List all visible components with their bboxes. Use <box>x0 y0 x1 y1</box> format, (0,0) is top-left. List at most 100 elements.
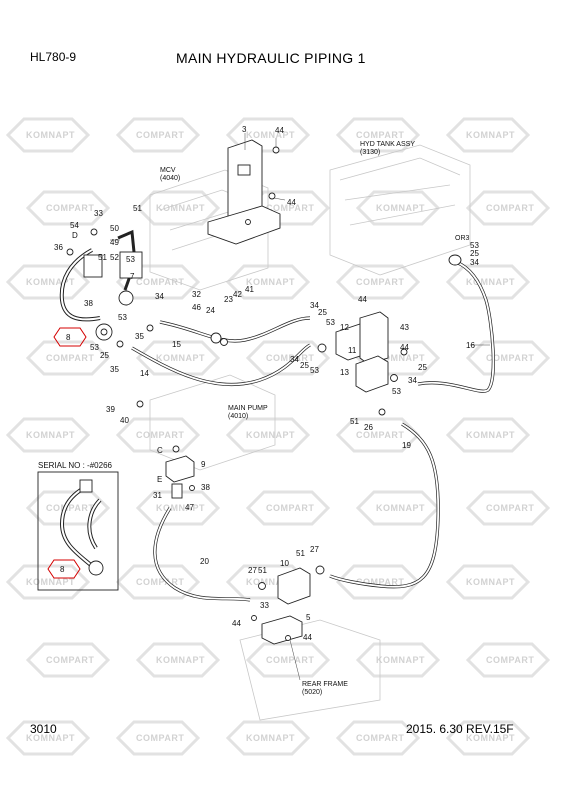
watermark-tile: KOMNAPT <box>135 190 221 226</box>
watermark-hexagon <box>225 720 311 756</box>
watermark-hexagon <box>335 117 421 153</box>
watermark-layer: KOMNAPT COMPART KOMNAPT COMPART KOMNAPT COMPA… <box>5 117 551 756</box>
watermark-text: COMPART <box>356 277 404 287</box>
watermark-tile: KOMNAPT <box>355 642 441 678</box>
watermark-hexagon <box>25 190 111 226</box>
mounting-bracket <box>207 139 281 245</box>
watermark-text: COMPART <box>136 130 184 140</box>
part-callout: 19 <box>402 441 411 450</box>
part-callout: 34 <box>408 376 417 385</box>
inset-pipe-core <box>88 499 101 549</box>
hose-14 <box>131 343 311 387</box>
watermark-hexagon <box>465 190 551 226</box>
bolt-icon <box>189 485 195 491</box>
watermark-tile: COMPART <box>245 490 331 526</box>
part-callout: 44 <box>400 343 409 352</box>
watermark-text: KOMNAPT <box>156 503 205 513</box>
oring-icon <box>116 340 124 348</box>
watermark-text: KOMNAPT <box>376 353 425 363</box>
part-callout: 53 <box>310 366 319 375</box>
part-callout: 13 <box>340 368 349 377</box>
watermark-hexagon <box>225 264 311 300</box>
reference-label-or3: OR3 <box>455 235 470 242</box>
watermark-hexagon <box>25 642 111 678</box>
watermark-tile: KOMNAPT <box>225 720 311 756</box>
watermark-text: KOMNAPT <box>246 277 295 287</box>
reference-label-mcv: (4040) <box>160 175 180 182</box>
part-callout: 11 <box>348 346 357 355</box>
leader-line <box>289 639 301 681</box>
watermark-text: COMPART <box>266 203 314 213</box>
part-callout: 25 <box>418 363 427 372</box>
part-callout: 44 <box>232 619 241 628</box>
watermark-text: COMPART <box>266 353 314 363</box>
watermark-tile: COMPART <box>115 264 201 300</box>
watermark-hexagon <box>335 417 421 453</box>
mcv-outline <box>149 169 269 291</box>
watermark-hexagon <box>465 490 551 526</box>
watermark-text: COMPART <box>136 430 184 440</box>
bolt-icon <box>285 635 291 641</box>
watermark-tile: KOMNAPT <box>445 417 531 453</box>
watermark-hexagon <box>355 190 441 226</box>
watermark-text: COMPART <box>356 430 404 440</box>
watermark-tile: KOMNAPT <box>225 264 311 300</box>
watermark-tile: KOMNAPT <box>5 720 91 756</box>
watermark-tile: KOMNAPT <box>445 117 531 153</box>
bolt-icon <box>268 192 276 200</box>
oring-icon <box>146 324 154 332</box>
model-number: HL780-9 <box>30 50 77 64</box>
hose-14-core <box>131 344 311 386</box>
part-callout: 50 <box>110 224 119 233</box>
oring-icon <box>315 565 325 575</box>
page-number: 3010 <box>30 722 57 736</box>
part-callout: 35 <box>110 365 119 374</box>
part-callout: 33 <box>94 209 103 218</box>
hose-15-core <box>159 317 311 342</box>
watermark-tile: COMPART <box>465 642 551 678</box>
watermark-hexagon <box>135 190 221 226</box>
watermark-text: COMPART <box>46 203 94 213</box>
part-callout: 42 <box>233 290 242 299</box>
watermark-text: COMPART <box>136 733 184 743</box>
bolt-icon <box>66 248 74 256</box>
part-callout: 26 <box>364 423 373 432</box>
watermark-text: KOMNAPT <box>246 430 295 440</box>
watermark-hexagon <box>445 117 531 153</box>
hose-16-core <box>417 261 495 393</box>
part-callout: 32 <box>192 290 201 299</box>
part-callout: 43 <box>400 323 409 332</box>
part-callout: 34 <box>310 301 319 310</box>
watermark-tile: COMPART <box>465 490 551 526</box>
reference-label-main-pump: MAIN PUMP <box>228 405 268 412</box>
watermark-tile: COMPART <box>115 117 201 153</box>
part-callout: 24 <box>206 306 215 315</box>
inset-flange <box>88 560 104 576</box>
watermark-text: COMPART <box>486 655 534 665</box>
watermark-tile: COMPART <box>465 190 551 226</box>
watermark-tile: COMPART <box>115 417 201 453</box>
part-callout: 25 <box>318 308 327 317</box>
watermark-text: COMPART <box>136 277 184 287</box>
watermark-hexagon <box>445 720 531 756</box>
watermark-text: KOMNAPT <box>466 733 515 743</box>
part-callout: 41 <box>245 285 254 294</box>
part-callout: 9 <box>201 460 206 469</box>
watermark-tile: COMPART <box>25 340 111 376</box>
watermark-text: KOMNAPT <box>26 733 75 743</box>
watermark-tile: KOMNAPT <box>225 117 311 153</box>
watermark-text: KOMNAPT <box>26 277 75 287</box>
watermark-text: COMPART <box>46 353 94 363</box>
part-callout: 44 <box>287 198 296 207</box>
part-callout: 51 <box>258 566 267 575</box>
part-callout: 33 <box>260 601 269 610</box>
part-callout: 40 <box>120 416 129 425</box>
watermark-hexagon <box>225 117 311 153</box>
watermark-hexagon <box>135 490 221 526</box>
assembly-reference-layer: MCV(4040)HYD TANK ASSY(3130)MAIN PUMP(40… <box>160 141 470 696</box>
watermark-text: COMPART <box>486 503 534 513</box>
valve-block-43 <box>359 311 389 365</box>
watermark-hexagon <box>115 117 201 153</box>
part-callout: 25 <box>470 249 479 258</box>
tank-fitting <box>448 254 462 266</box>
